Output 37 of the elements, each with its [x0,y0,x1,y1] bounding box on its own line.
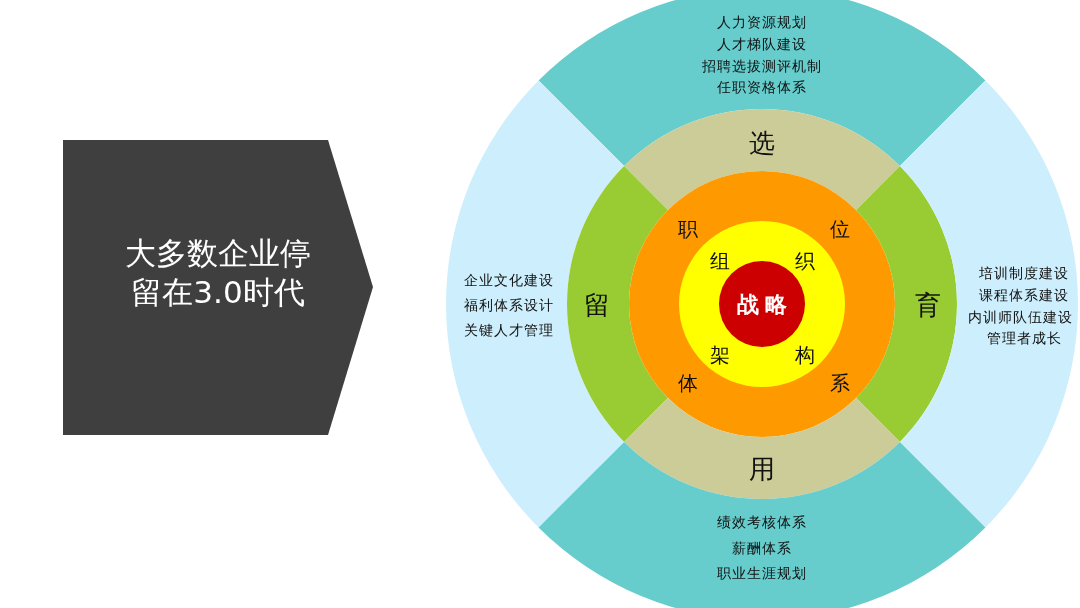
list-item: 人力资源规划 [717,14,807,32]
list-item: 企业文化建设 [464,272,554,290]
arrow-shape-box [63,140,373,435]
ring-segment [624,398,900,499]
ring-character: 组 [710,247,730,275]
list-item: 课程体系建设 [979,287,1069,305]
ring-segment [567,166,668,442]
list-item: 人才梯队建设 [717,36,807,54]
ring-character: 位 [830,215,850,243]
list-item: 招聘选拔测评机制 [702,58,822,76]
ring-character: 系 [830,369,850,397]
segment-label: 用 [749,452,775,486]
ring-segment [538,441,986,608]
segment-label: 选 [749,126,775,160]
ring-character: 架 [710,341,730,369]
list-item: 职业生涯规划 [717,565,807,583]
ring-segment [899,80,1078,528]
segment-label: 育 [915,288,941,322]
list-item: 福利体系设计 [464,297,554,315]
core-label: 战略 [736,291,793,319]
ring-character: 职 [678,215,698,243]
title-text: 大多数企业停留在3.0时代 [124,234,312,312]
list-item: 管理者成长 [986,330,1062,348]
ring-segment [446,80,625,528]
list-item: 培训制度建设 [979,265,1069,283]
ring-segment [624,109,900,210]
list-item: 内训师队伍建设 [967,309,1073,327]
ring-character: 构 [795,341,815,369]
ring-character: 织 [795,247,815,275]
ring-segment [538,0,986,167]
ring-segment [856,166,957,442]
list-item: 关键人才管理 [464,322,554,340]
ring-character: 体 [678,369,698,397]
list-item: 绩效考核体系 [717,514,807,532]
list-item: 薪酬体系 [732,540,792,558]
segment-label: 留 [584,288,610,322]
list-item: 任职资格体系 [717,79,807,97]
